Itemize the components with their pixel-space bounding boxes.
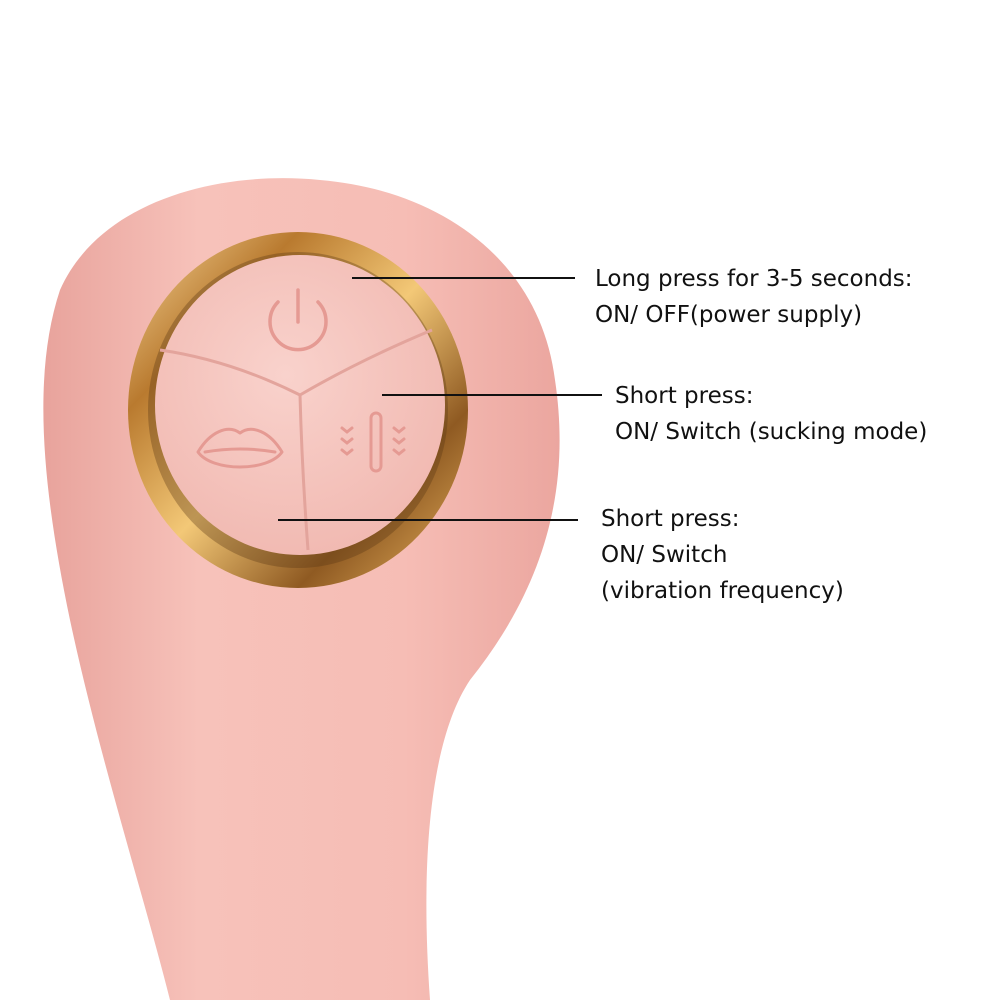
- button-dividers: [159, 328, 433, 551]
- power-icon: [268, 288, 328, 352]
- callout-suck-line2: ON/ Switch (sucking mode): [615, 419, 928, 445]
- power-button[interactable]: [160, 258, 432, 395]
- callout-vibe-line1: Short press:: [601, 506, 740, 532]
- callout-power: Long press for 3-5 seconds: ON/ OFF(powe…: [595, 261, 913, 333]
- callout-vibe: Short press: ON/ Switch (vibration frequ…: [601, 501, 844, 609]
- lips-icon: [196, 427, 284, 469]
- callout-vibe-line3: (vibration frequency): [601, 578, 844, 604]
- callout-power-line2: ON/ OFF(power supply): [595, 302, 863, 328]
- vibration-button[interactable]: [300, 330, 433, 550]
- callout-power-line1: Long press for 3-5 seconds:: [595, 266, 913, 292]
- vibration-icon: [340, 411, 406, 473]
- callout-suck-line1: Short press:: [615, 383, 754, 409]
- callout-suck: Short press: ON/ Switch (sucking mode): [615, 378, 927, 450]
- sucking-button[interactable]: [160, 350, 308, 550]
- callout-vibe-line2: ON/ Switch: [601, 542, 728, 568]
